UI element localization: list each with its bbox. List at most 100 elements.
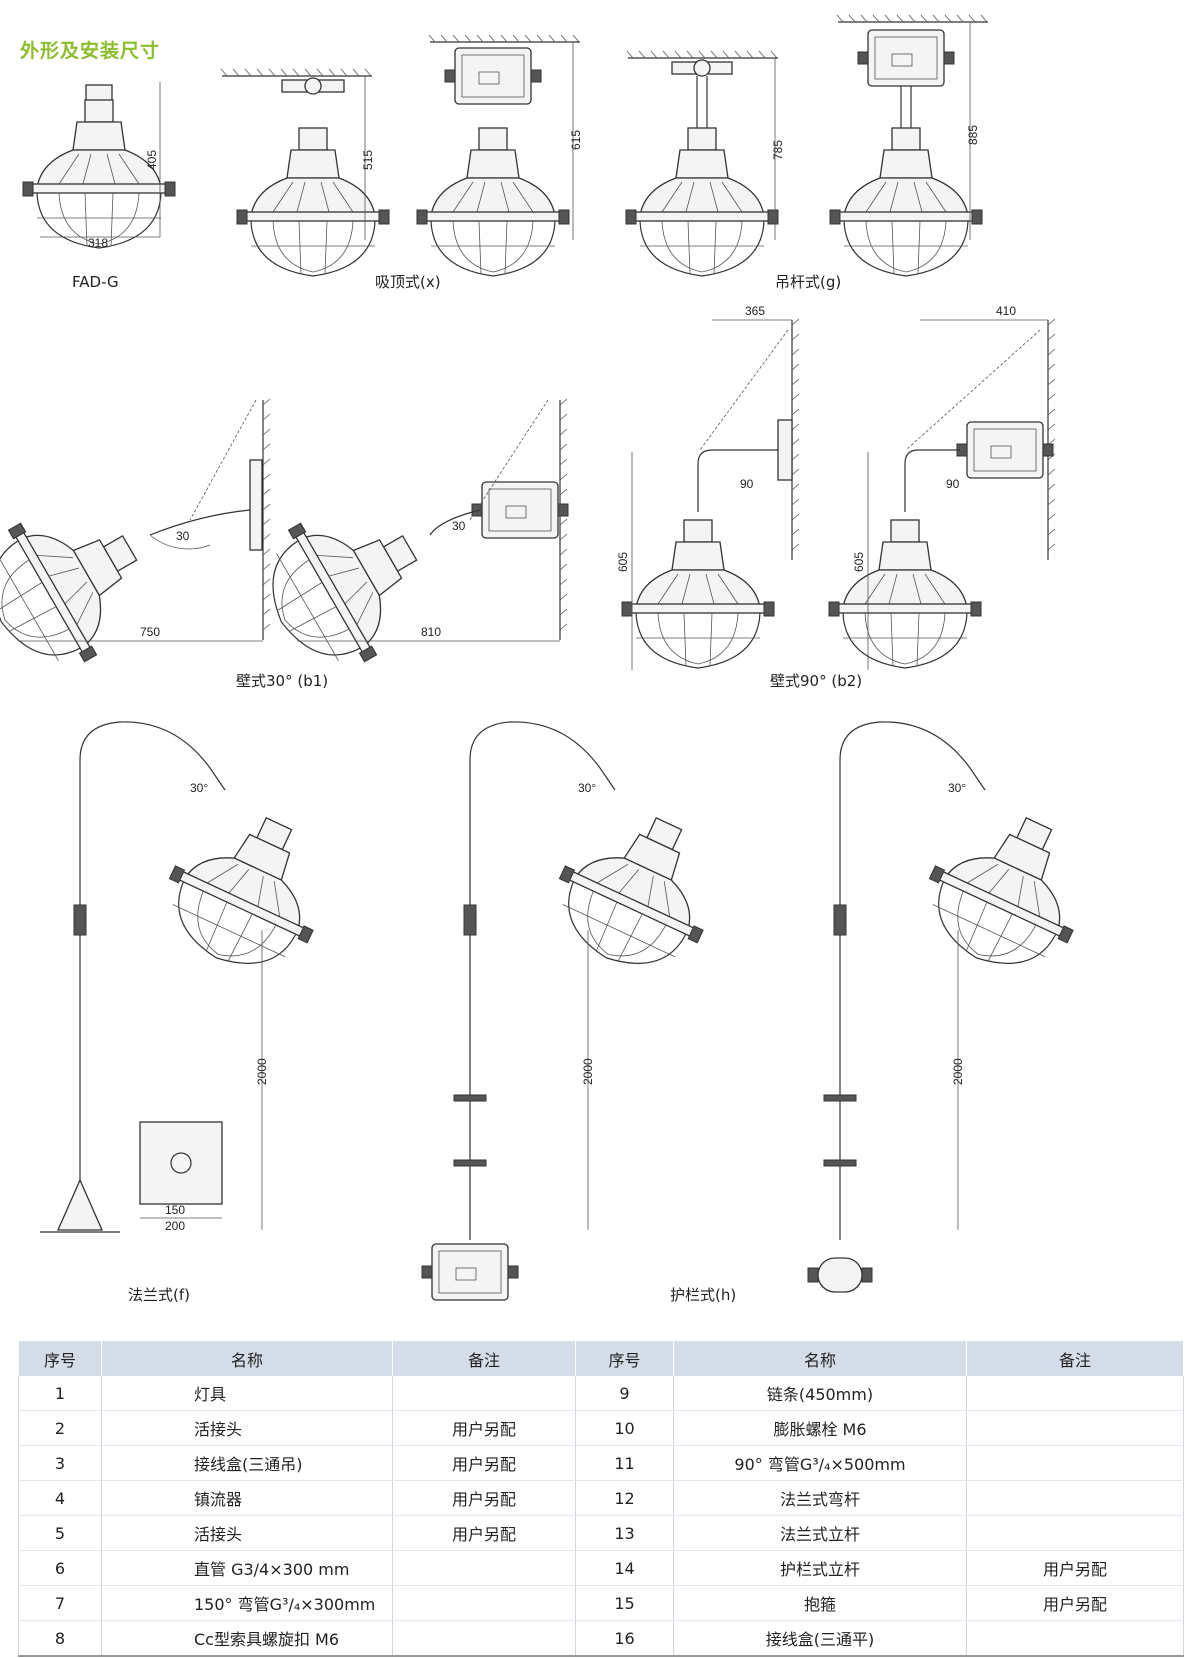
part-note [966,1515,1184,1551]
dim-wall30-b: 810 [421,625,441,639]
part-name: 护栏式立杆 [673,1550,967,1586]
dim-wall90-h-b: 605 [852,552,866,572]
part-name: 接线盒(三通吊) [101,1445,393,1481]
table-row: 1 灯具 9 链条(450mm) [18,1376,1184,1411]
caption-flange: 法兰式(f) [128,1286,190,1304]
part-name: 链条(450mm) [673,1376,967,1411]
wall30-mount-a: 30 750 [0,398,271,689]
part-no: 1 [18,1376,102,1411]
pendant-mount-b: 885 吊杆式(g) [775,14,989,291]
col-no-right: 序号 [575,1341,674,1376]
fad-g-drawing: 318 405 FAD-G [22,82,176,291]
part-note [392,1550,576,1586]
part-no: 7 [18,1585,102,1621]
ceiling-mount-a: 515 [220,68,390,277]
table-row: 8 Cc型索具螺旋扣 M6 16 接线盒(三通平) [18,1620,1184,1657]
part-no: 6 [18,1550,102,1586]
part-note [966,1376,1184,1411]
dim-wall30-angle-b: 30 [452,519,466,533]
part-note: 用户另配 [392,1515,576,1551]
installation-drawings: 318 405 FAD-G 515 615 吸顶式(x) 785 [0,14,1109,1304]
part-name: 法兰式立杆 [673,1515,967,1551]
part-note [392,1376,576,1411]
part-no: 8 [18,1620,102,1657]
table-row: 5 活接头 用户另配 13 法兰式立杆 [18,1515,1184,1551]
part-no: 5 [18,1515,102,1551]
dim-ceiling-a: 515 [361,150,375,170]
part-name: 90° 弯管G³/₄×500mm [673,1445,967,1481]
guardrail-pole-b: 2000 30° 护栏式(h) [670,721,1109,1304]
dim-guard-h-a: 2000 [581,1058,595,1085]
part-note [966,1410,1184,1446]
part-no: 14 [575,1550,674,1586]
col-no-left: 序号 [18,1341,102,1376]
part-name: 150° 弯管G³/₄×300mm [101,1585,393,1621]
part-name: 活接头 [101,1515,393,1551]
dim-guard-angle-b: 30° [948,781,966,795]
part-note: 用户另配 [966,1585,1184,1621]
part-no: 16 [575,1620,674,1657]
table-row: 4 镇流器 用户另配 12 法兰式弯杆 [18,1480,1184,1516]
dim-wall90-h: 605 [616,552,630,572]
dim-pendant-a: 785 [771,140,785,160]
part-note: 用户另配 [966,1550,1184,1586]
table-row: 3 接线盒(三通吊) 用户另配 11 90° 弯管G³/₄×500mm [18,1445,1184,1481]
part-name: Cc型索具螺旋扣 M6 [101,1620,393,1657]
dim-wall30-angle: 30 [176,529,190,543]
part-note [966,1445,1184,1481]
guardrail-pole-a: 2000 30° [421,721,739,1301]
dim-pendant-b: 885 [966,125,980,145]
caption-fad-g: FAD-G [72,273,119,291]
table-row: 6 直管 G3/4×300 mm 14 护栏式立杆 用户另配 [18,1550,1184,1586]
part-note [392,1585,576,1621]
part-no: 10 [575,1410,674,1446]
part-name: 镇流器 [101,1480,393,1516]
part-name: 灯具 [101,1376,393,1411]
part-no: 15 [575,1585,674,1621]
part-no: 11 [575,1445,674,1481]
col-name-right: 名称 [673,1341,967,1376]
dim-fad-height: 405 [145,150,159,170]
col-name-left: 名称 [101,1341,393,1376]
caption-wall30: 壁式30° (b1) [236,672,328,690]
dim-fad-width: 318 [88,236,108,250]
dim-wall90-b: 410 [996,304,1016,318]
part-no: 12 [575,1480,674,1516]
pendant-mount-a: 785 [625,50,785,277]
col-note-right: 备注 [966,1341,1184,1376]
part-no: 4 [18,1480,102,1516]
dim-flange-h: 2000 [255,1058,269,1085]
table-row: 7 150° 弯管G³/₄×300mm 15 抱箍 用户另配 [18,1585,1184,1621]
dim-guard-h-b: 2000 [951,1058,965,1085]
part-no: 9 [575,1376,674,1411]
part-name: 直管 G3/4×300 mm [101,1550,393,1586]
dim-guard-angle-a: 30° [578,781,596,795]
part-name: 接线盒(三通平) [673,1620,967,1657]
part-note: 用户另配 [392,1480,576,1516]
parts-table-header: 序号 名称 备注 序号 名称 备注 [18,1341,1184,1376]
part-note [392,1620,576,1657]
page-title: 外形及安装尺寸 [20,40,161,62]
caption-pendant: 吊杆式(g) [775,273,841,291]
part-no: 2 [18,1410,102,1446]
part-note: 用户另配 [392,1410,576,1446]
dim-wall90-a: 365 [745,304,765,318]
dim-ceiling-b: 615 [569,130,583,150]
part-note [966,1480,1184,1516]
dim-wall90-angle: 90 [740,477,754,491]
part-note [966,1620,1184,1657]
caption-wall90: 壁式90° (b2) [770,672,862,690]
dim-wall30-a: 750 [140,625,160,639]
part-note: 用户另配 [392,1445,576,1481]
dim-base-200: 200 [165,1219,185,1233]
part-name: 法兰式弯杆 [673,1480,967,1516]
flange-pole-mount: 2000 30° 150 200 法兰式(f) [40,721,349,1304]
part-name: 抱箍 [673,1585,967,1621]
part-name: 膨胀螺栓 M6 [673,1410,967,1446]
dim-wall90-angle-b: 90 [946,477,960,491]
parts-table: 序号 名称 备注 序号 名称 备注 1 灯具 9 链条(450mm) 2 活接头… [18,1341,1184,1657]
part-no: 3 [18,1445,102,1481]
caption-ceiling: 吸顶式(x) [375,273,441,291]
table-row: 2 活接头 用户另配 10 膨胀螺栓 M6 [18,1410,1184,1446]
part-name: 活接头 [101,1410,393,1446]
